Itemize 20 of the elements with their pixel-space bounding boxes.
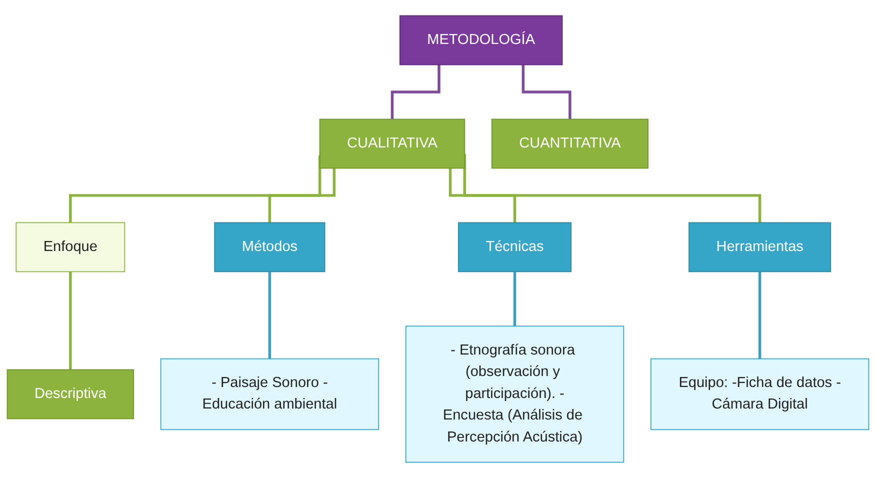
node-box: Herramientas — [688, 222, 832, 272]
connector — [448, 168, 516, 224]
node-box: Equipo: -Ficha de datos -Cámara Digital — [650, 358, 870, 430]
node-box: CUALITATIVA — [319, 118, 466, 169]
connector — [268, 168, 336, 224]
node-box: CUANTITATIVA — [491, 118, 648, 169]
node-box: Métodos — [214, 222, 326, 272]
connector — [513, 272, 516, 328]
node-box: Enfoque — [16, 222, 126, 272]
connector — [69, 155, 322, 224]
connector — [69, 272, 72, 372]
node-box: Descriptiva — [6, 369, 134, 420]
connector — [390, 64, 440, 121]
node-box: METODOLOGÍA — [399, 15, 563, 66]
connector — [758, 272, 762, 360]
node-box: - Etnografía sonora (observación y participación). -Encuesta (Análisis de Percepción Acústica) — [405, 326, 624, 463]
connector — [522, 64, 572, 121]
node-box: Técnicas — [458, 222, 572, 272]
connector — [268, 272, 272, 360]
node-box: - Paisaje Sonoro -Educación ambiental — [160, 358, 380, 430]
